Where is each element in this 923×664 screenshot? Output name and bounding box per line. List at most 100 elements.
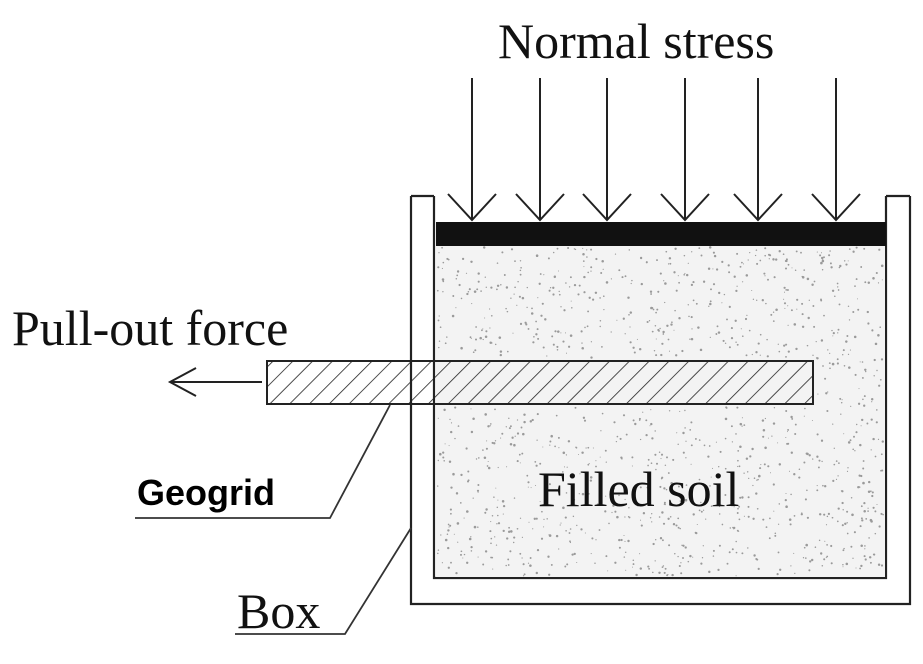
soil-grain (645, 433, 648, 437)
soil-grain (642, 512, 646, 515)
soil-grain (496, 284, 500, 288)
soil-grain (847, 260, 849, 262)
soil-grain (588, 296, 591, 299)
soil-grain (817, 466, 820, 469)
soil-grain (837, 328, 840, 331)
soil-grain (490, 556, 493, 559)
soil-grain (873, 358, 876, 362)
soil-grain (775, 308, 778, 312)
soil-grain (728, 346, 731, 349)
soil-grain (551, 335, 554, 338)
soil-grain (865, 370, 867, 373)
soil-grain (821, 259, 825, 263)
soil-grain (528, 521, 530, 523)
soil-grain (552, 343, 555, 346)
normal-stress-arrow-head (660, 193, 710, 222)
soil-grain (672, 522, 676, 526)
soil-grain (556, 345, 559, 348)
soil-grain (800, 251, 802, 254)
soil-grain (624, 275, 627, 278)
soil-grain (649, 471, 652, 474)
soil-grain (565, 492, 568, 494)
soil-grain (682, 431, 685, 435)
soil-grain (836, 282, 839, 285)
soil-grain (486, 440, 488, 442)
soil-grain (536, 328, 539, 331)
soil-grain (523, 573, 526, 576)
soil-grain (820, 252, 823, 254)
soil-grain (802, 557, 805, 559)
soil-grain (872, 277, 875, 280)
soil-grain (692, 299, 695, 302)
soil-grain (548, 483, 551, 486)
soil-grain (658, 451, 661, 453)
soil-grain (832, 332, 835, 335)
soil-grain (450, 430, 453, 434)
soil-grain (655, 354, 658, 357)
soil-grain (631, 566, 634, 568)
soil-grain (660, 453, 664, 456)
soil-grain (647, 565, 650, 568)
soil-grain (783, 286, 786, 289)
soil-grain (607, 570, 609, 572)
soil-grain (470, 337, 472, 339)
soil-grain (816, 433, 819, 436)
soil-grain (870, 397, 874, 401)
soil-grain (772, 422, 776, 425)
soil-grain (490, 537, 493, 540)
soil-grain (831, 516, 834, 519)
soil-grain (871, 491, 874, 494)
soil-grain (839, 397, 842, 400)
soil-grain (767, 253, 771, 256)
soil-grain (707, 267, 711, 271)
soil-grain (721, 260, 724, 264)
soil-grain (650, 409, 652, 411)
soil-grain (442, 261, 445, 264)
soil-grain (845, 263, 848, 266)
soil-grain (453, 533, 455, 535)
soil-grain (689, 338, 691, 340)
soil-grain (730, 337, 734, 340)
soil-grain (569, 540, 571, 543)
soil-grain (509, 550, 512, 553)
soil-grain (519, 552, 522, 555)
soil-grain (737, 465, 739, 468)
soil-grain (746, 314, 748, 317)
soil-grain (514, 260, 516, 262)
soil-grain (860, 418, 864, 422)
soil-grain (655, 311, 657, 314)
soil-grain (652, 308, 655, 311)
soil-grain (441, 246, 443, 249)
soil-grain (582, 247, 584, 249)
soil-grain (532, 341, 535, 344)
soil-grain (849, 349, 851, 351)
soil-grain (651, 513, 653, 515)
soil-grain (829, 352, 831, 354)
soil-grain (482, 328, 484, 330)
soil-grain (880, 469, 882, 472)
soil-grain (765, 526, 768, 528)
soil-grain (826, 409, 829, 413)
soil-grain (583, 275, 586, 279)
soil-grain (861, 376, 864, 379)
soil-grain (756, 262, 759, 265)
soil-grain (662, 565, 665, 567)
soil-grain (708, 305, 710, 308)
soil-grain (725, 406, 728, 409)
soil-grain (838, 303, 841, 306)
soil-grain (690, 463, 692, 465)
soil-grain (560, 522, 562, 524)
soil-grain (532, 528, 534, 530)
soil-grain (806, 344, 809, 347)
soil-grain (748, 477, 750, 480)
soil-grain (793, 515, 796, 517)
soil-grain (836, 358, 839, 361)
soil-grain (787, 428, 790, 431)
soil-grain (590, 270, 592, 272)
soil-grain (662, 330, 665, 334)
soil-grain (870, 418, 873, 421)
soil-grain (530, 312, 534, 315)
soil-grain (565, 530, 567, 532)
soil-grain (618, 546, 621, 549)
soil-grain (880, 358, 884, 361)
